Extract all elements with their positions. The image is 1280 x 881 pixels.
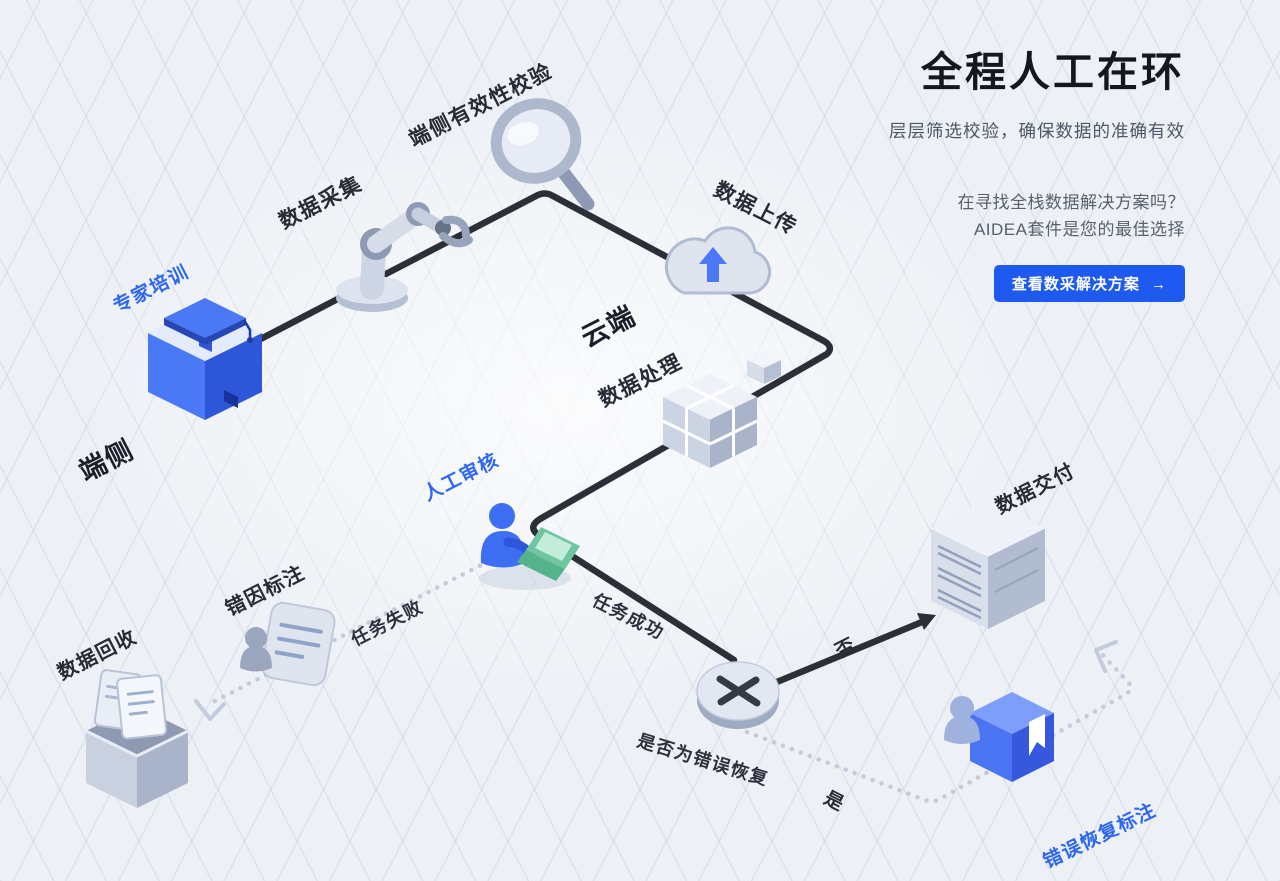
claw xyxy=(442,215,470,240)
view-solution-button[interactable]: 查看数采解决方案 → xyxy=(993,265,1185,303)
person-head xyxy=(245,627,267,649)
person-body xyxy=(240,646,272,672)
page-title: 全程人工在环 xyxy=(921,49,1185,95)
pitch-line-1: 在寻找全栈数据解决方案吗？ xyxy=(957,193,1185,212)
magnifier-lens xyxy=(490,98,582,184)
laptop-base xyxy=(517,550,565,581)
flow-no-arrowhead-icon xyxy=(917,613,936,630)
flow-no-line xyxy=(768,618,926,688)
upload-arrow xyxy=(699,247,727,282)
magnifier-icon xyxy=(490,98,595,211)
cta-label: 查看数采解决方案 xyxy=(1011,276,1140,294)
person-head xyxy=(489,503,515,529)
server-icon xyxy=(930,500,1046,629)
flow-recovery-arrow-icon xyxy=(1094,640,1118,673)
person-book-icon xyxy=(944,692,1054,782)
person-body xyxy=(944,716,980,744)
tassel xyxy=(242,319,252,338)
robot-arm-icon xyxy=(336,202,473,312)
person-document-icon xyxy=(240,601,336,687)
server-vents xyxy=(937,544,982,620)
x-mark xyxy=(716,675,761,707)
info-panel: 全程人工在环 层层筛选校验，确保数据的准确有效 在寻找全栈数据解决方案吗？ AI… xyxy=(685,38,1185,303)
pitch-text: 在寻找全栈数据解决方案吗？ AIDEA套件是您的最佳选择 xyxy=(685,189,1185,243)
pitch-line-2: AIDEA套件是您的最佳选择 xyxy=(973,220,1185,240)
data-cube-icon xyxy=(662,352,781,468)
arrow-right-icon: → xyxy=(1151,276,1167,294)
flow-fail-arrow-icon xyxy=(194,699,226,721)
graduation-podium-icon xyxy=(148,298,262,420)
cloud-upload-icon xyxy=(665,226,772,295)
recycle-box-icon xyxy=(85,669,189,808)
document xyxy=(116,674,168,740)
x-node-icon xyxy=(696,661,780,729)
person-head xyxy=(950,696,974,720)
flow-main-line xyxy=(222,190,834,664)
bookmark-ribbon xyxy=(1029,714,1045,756)
magnifier-handle xyxy=(553,161,595,211)
flow-recovery-dotted-line xyxy=(744,648,1133,804)
reviewer-laptop-icon xyxy=(479,503,580,590)
page-subtitle: 层层筛选校验，确保数据的准确有效 xyxy=(889,121,1185,141)
